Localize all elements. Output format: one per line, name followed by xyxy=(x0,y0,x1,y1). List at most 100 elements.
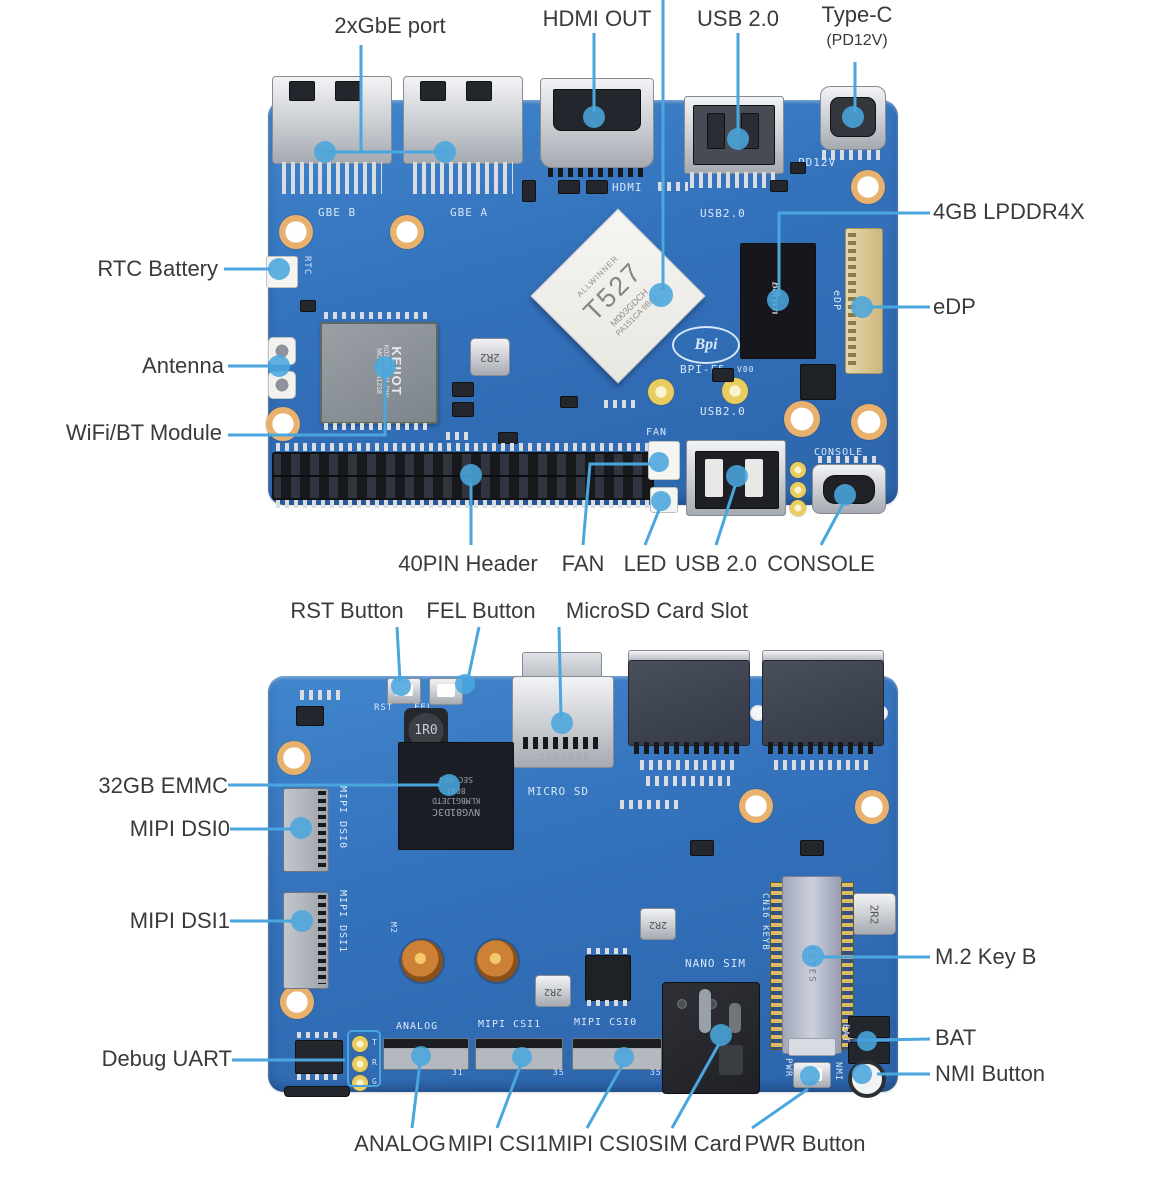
m2-brand: LOTES xyxy=(807,946,817,984)
wifi-module-label: KEIIOT K038-W J01-DW MC XH241218 xyxy=(350,324,404,418)
silk-mipi-csi1: MIPI CSI1 xyxy=(478,1019,542,1030)
silk-m2: M2 xyxy=(389,922,398,934)
label-analog: ANALOG xyxy=(354,1131,446,1156)
label-fel-button: FEL Button xyxy=(426,598,536,623)
mount-hole xyxy=(784,401,820,437)
silk-mipi-dsi1: MIPI DSI1 xyxy=(337,890,348,954)
mount-hole xyxy=(280,985,314,1019)
label-usb20-bottom: USB 2.0 xyxy=(675,551,757,576)
typec-connector xyxy=(820,86,886,150)
mount-hole xyxy=(855,790,889,824)
ram-brand: Barycn xyxy=(769,281,782,315)
label-typec-pd12v: (PD12V) xyxy=(826,32,888,49)
edp-connector xyxy=(845,228,883,374)
console-slot xyxy=(823,475,875,504)
emmc-l3: 8041 xyxy=(446,785,466,795)
usb-prong xyxy=(707,113,725,149)
gold-pad xyxy=(648,379,674,405)
label-hdmi-out: HDMI OUT xyxy=(542,6,652,31)
solder-pads xyxy=(646,776,730,786)
silk-nmi: NMI xyxy=(833,1062,843,1082)
wifi-brand: KEIIOT xyxy=(389,346,404,396)
button-cap xyxy=(395,684,413,696)
label-sim-card: SIM Card xyxy=(648,1131,742,1156)
sim-slot xyxy=(699,989,711,1033)
leader-rst xyxy=(395,626,402,682)
label-mipi-dsi0: MIPI DSI0 xyxy=(129,816,230,841)
leader-pwr xyxy=(751,1087,809,1130)
leader-fel xyxy=(466,626,481,680)
silk-nano-sim: NANO SIM xyxy=(685,957,746,970)
mount-hole xyxy=(277,741,311,775)
mount-hole xyxy=(851,404,887,440)
antenna-ufl-a xyxy=(268,337,296,365)
uart-chip-pins xyxy=(297,1074,339,1080)
silk-pin-t: T xyxy=(372,1038,378,1047)
hdmi-connector xyxy=(540,78,654,168)
silk-num35a: 35 xyxy=(553,1068,565,1077)
usb-top-connector xyxy=(684,96,784,174)
inductor-2r2: 2R2 xyxy=(535,975,571,1007)
smd-row xyxy=(658,182,688,191)
gbe-tab xyxy=(289,81,315,101)
mipi-dsi1-connector xyxy=(283,892,329,989)
label-typec: Type-C xyxy=(821,2,893,27)
led-component xyxy=(650,487,678,513)
silk-console: CONSOLE xyxy=(814,447,864,458)
header-pins-top xyxy=(276,443,650,451)
nmi-button xyxy=(848,1060,886,1098)
label-microsd-card-slot: MicroSD Card Slot xyxy=(565,598,749,623)
label-fan: FAN xyxy=(561,551,605,576)
gold-pad xyxy=(790,500,806,516)
silk-num35b: 35 xyxy=(650,1068,662,1077)
silk-gbe-b: GBE B xyxy=(318,206,357,219)
label-usb20-top: USB 2.0 xyxy=(697,6,779,31)
inductor-2r2: 2R2 xyxy=(470,338,510,376)
usb-bottom-connector xyxy=(686,440,786,516)
lpddr4x-chip: Barycn xyxy=(740,243,816,359)
silk-v00: V00 xyxy=(737,365,755,374)
pwr-button xyxy=(793,1062,831,1088)
label-m2-key-b: M.2 Key B xyxy=(935,944,1037,969)
mipi-csi1-connector xyxy=(475,1038,563,1070)
typec-pins xyxy=(822,150,882,160)
solder-pads xyxy=(640,760,736,770)
uart-pad-r xyxy=(352,1056,368,1072)
label-bat: BAT xyxy=(935,1025,977,1050)
label-mipi-dsi1: MIPI DSI1 xyxy=(129,908,230,933)
gbe-tab xyxy=(420,81,446,101)
silk-usb20-top: USB2.0 xyxy=(700,207,746,220)
silk-hdmi: HDMI xyxy=(612,181,643,194)
usb-slot xyxy=(693,105,775,165)
emmc-l2: KLMBG1JETD xyxy=(431,796,481,806)
m2-keyb-slot: LOTES xyxy=(782,876,842,1054)
bpi-logo: Bpi xyxy=(672,326,740,364)
smd xyxy=(790,162,806,174)
header-mid-line xyxy=(272,475,654,477)
inductor-2r2: 2R2 xyxy=(640,908,676,940)
silk-mipi-csi0: MIPI CSI0 xyxy=(574,1017,638,1028)
smd xyxy=(452,402,474,417)
inductor-2r2-label: 2R2 xyxy=(648,918,668,930)
mount-hole xyxy=(739,789,773,823)
mount-hole xyxy=(851,170,885,204)
mipi-csi0-connector xyxy=(572,1038,662,1070)
silk-mipi-dsi0: MIPI DSI0 xyxy=(337,786,348,850)
inductor-2r2: 2R2 xyxy=(852,893,896,935)
uart-pad-g xyxy=(352,1075,368,1091)
gbe-underside xyxy=(762,660,884,746)
smd xyxy=(712,368,734,382)
silk-rst: RST xyxy=(374,703,394,713)
smd xyxy=(452,382,474,397)
silk-pin-r: R xyxy=(372,1058,378,1067)
mount-hole xyxy=(279,215,313,249)
label-antenna: Antenna xyxy=(142,353,224,378)
emmc-chip: NVG81D3C KLMBG1JETD 8041 SEC 404 xyxy=(398,742,514,850)
silk-analog: ANALOG xyxy=(396,1021,439,1032)
console-pins xyxy=(818,456,878,463)
smd xyxy=(586,180,608,194)
label-40pin-header: 40PIN Header xyxy=(398,551,538,576)
smd xyxy=(296,706,324,726)
usb-pins xyxy=(690,172,776,188)
